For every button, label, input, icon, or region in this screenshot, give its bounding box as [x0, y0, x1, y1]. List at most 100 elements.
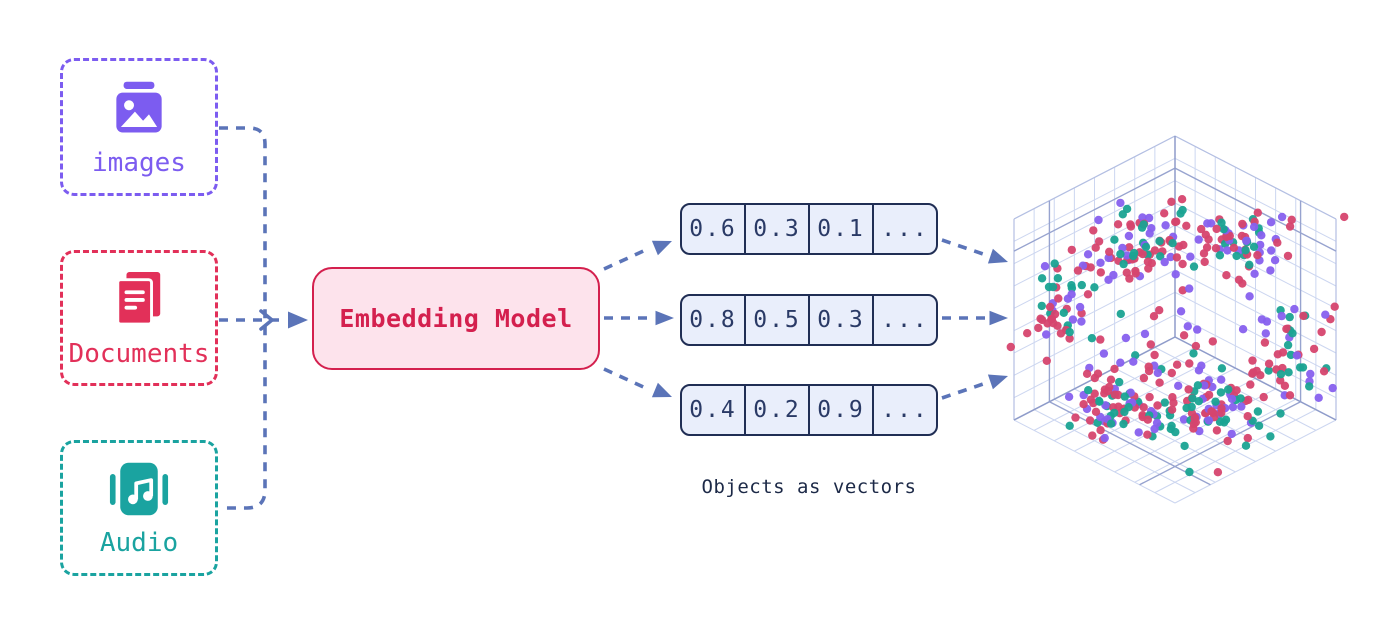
embedding-point — [1102, 401, 1112, 411]
embedding-point — [1130, 254, 1139, 263]
vector-cell: ... — [881, 216, 929, 242]
embedding-point — [1134, 400, 1144, 409]
embedding-point — [1168, 232, 1178, 241]
embedding-point — [1145, 229, 1154, 238]
embedding-point — [1061, 325, 1071, 335]
embedding-point — [1063, 321, 1073, 330]
embedding-point — [1284, 368, 1293, 377]
embedding-point — [1042, 356, 1052, 365]
embedding-point — [1211, 397, 1220, 406]
embedding-point — [1195, 426, 1204, 436]
embedding-point — [1096, 412, 1105, 422]
embedding-point — [1037, 301, 1047, 311]
embedding-point — [1217, 218, 1226, 227]
embedding-point — [1053, 264, 1062, 273]
embedding-point — [1225, 236, 1234, 245]
embedding-point — [1228, 402, 1238, 412]
embedding-point — [1237, 402, 1246, 411]
embedding-point — [1206, 219, 1216, 228]
embedding-point — [1125, 274, 1134, 283]
embedding-point — [1244, 395, 1253, 405]
embedding-point — [1106, 375, 1116, 384]
embedding-point — [1125, 389, 1134, 398]
embedding-point — [1090, 389, 1099, 398]
embedding-point — [1239, 251, 1249, 260]
embedding-point — [1075, 302, 1085, 312]
embedding-point — [1088, 431, 1097, 440]
embedding-point — [1201, 381, 1210, 390]
embedding-point — [1219, 225, 1228, 234]
embedding-point — [1067, 281, 1076, 290]
embedding-point — [1189, 349, 1198, 358]
connector-model-to-row1 — [603, 246, 651, 271]
embedding-point — [1179, 331, 1189, 340]
embedding-point — [1083, 250, 1093, 259]
embedding-point — [1138, 412, 1147, 422]
embedding-point — [1190, 387, 1199, 396]
source-label-images: images — [92, 147, 186, 178]
embedding-point — [1141, 242, 1151, 252]
embedding-point — [1103, 386, 1113, 396]
embedding-point — [1100, 433, 1109, 443]
embedding-point — [1172, 217, 1181, 226]
embedding-point — [1248, 215, 1258, 224]
vector-cell: 0.1 — [810, 205, 874, 253]
embedding-point — [1260, 338, 1270, 347]
embedding-point — [1207, 407, 1216, 416]
embedding-point — [1204, 390, 1214, 400]
embedding-point — [1146, 407, 1156, 416]
embedding-point — [1212, 401, 1221, 410]
audio-icon — [109, 461, 169, 521]
embedding-point — [1254, 224, 1263, 233]
embedding-point — [1103, 419, 1112, 428]
embedding-point — [1299, 311, 1308, 321]
embedding-point — [1143, 250, 1152, 259]
embedding-point — [1056, 329, 1066, 338]
embedding-point — [1077, 309, 1086, 318]
embedding-point — [1253, 251, 1262, 260]
embedding-point — [1319, 367, 1329, 376]
embedding-point — [1121, 416, 1130, 425]
arrow-to-row1-icon — [651, 240, 672, 256]
merge-chevron-icon — [259, 309, 274, 331]
embedding-point — [1094, 215, 1103, 225]
embedding-point — [1203, 219, 1212, 228]
embedding-point — [1113, 220, 1123, 229]
embedding-point — [1144, 366, 1154, 376]
embedding-point — [1285, 333, 1294, 342]
embedding-point — [1114, 256, 1123, 265]
embedding-point — [1280, 381, 1290, 390]
vector-cell: 0.4 — [682, 386, 746, 434]
embedding-point — [1199, 249, 1209, 258]
embedding-point — [1046, 309, 1055, 318]
embedding-point — [1253, 407, 1263, 416]
embedding-point — [1059, 308, 1069, 317]
embedding-point — [1093, 369, 1103, 378]
embedding-point — [1083, 290, 1093, 299]
embedding-point — [1238, 325, 1248, 334]
embedding-point — [1249, 222, 1259, 232]
embedding-point — [1204, 376, 1214, 385]
embedding-point — [1106, 419, 1116, 428]
embedding-point — [1201, 393, 1211, 402]
embedding-point — [1224, 229, 1233, 238]
embedding-point — [1140, 240, 1150, 250]
vector-cell: 0.9 — [810, 386, 874, 434]
embedding-point — [1089, 226, 1098, 235]
embedding-point — [1079, 390, 1088, 400]
embedding-point — [1257, 315, 1267, 324]
embedding-point — [1137, 223, 1147, 232]
embedding-point — [1148, 432, 1157, 441]
embedding-point — [1272, 365, 1281, 374]
embedding-point — [1256, 371, 1265, 380]
embedding-point — [1266, 266, 1275, 275]
embedding-point — [1150, 246, 1160, 255]
embedding-point — [1167, 405, 1177, 414]
embedding-point — [1197, 361, 1206, 370]
embedding-point — [1157, 238, 1166, 247]
embedding-point — [1110, 384, 1120, 394]
embedding-point — [1118, 243, 1127, 253]
